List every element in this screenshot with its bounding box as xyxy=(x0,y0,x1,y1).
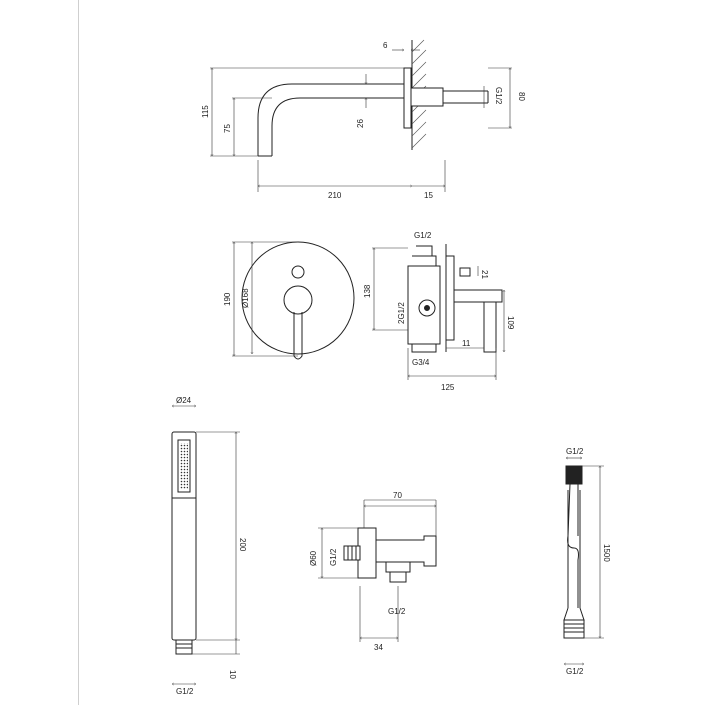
mixer-outlet-port xyxy=(418,299,436,317)
hose-bottom-cone xyxy=(563,607,585,621)
hand-shower-dim-diameter: Ø24 xyxy=(176,396,192,405)
mixer-dim-body: 138 xyxy=(363,284,372,298)
outlet-dim-diameter: Ø60 xyxy=(309,550,318,566)
sheet-margin-line xyxy=(78,0,79,705)
outlet-dim-depth: 34 xyxy=(374,643,383,652)
hand-shower-thread xyxy=(175,639,193,655)
mixer-dim-diameter: Ø168 xyxy=(241,288,250,308)
mixer-dim-side-thread: 2G1/2 xyxy=(397,302,406,324)
mixer-dim-depth21: 21 xyxy=(480,270,489,279)
outlet-flange xyxy=(357,527,377,579)
mixer-lever xyxy=(293,312,303,360)
hose-top-nut xyxy=(565,465,583,485)
hose-body xyxy=(567,483,579,608)
spout-dim-total-height: 115 xyxy=(201,105,210,118)
hand-shower-dim-thread-len: 10 xyxy=(228,670,237,679)
spout-dim-length: 210 xyxy=(328,191,342,200)
hose-dim-length: 1500 xyxy=(602,544,611,562)
hose-bottom-nut xyxy=(563,619,585,639)
mixer-front-view: 190 Ø168 xyxy=(223,241,355,360)
mixer-side-view: G1/2 138 21 2G1/2 109 G3/4 11 125 xyxy=(363,231,515,392)
spout-connector xyxy=(410,87,444,107)
spray-nozzles xyxy=(180,443,188,489)
mixer-handle-base xyxy=(283,285,313,315)
mixer-side-lever xyxy=(483,301,497,353)
spout-dim-flange: 15 xyxy=(424,191,433,200)
spout-dim-wall: 6 xyxy=(383,41,388,50)
hose-dim-top: G1/2 xyxy=(566,447,584,456)
mixer-dim-height: 190 xyxy=(223,292,232,306)
outlet-dim-inlet: G1/2 xyxy=(329,548,338,566)
diverter-stem xyxy=(459,267,471,277)
spout-dim-drop: 75 xyxy=(223,124,232,133)
mixer-dim-handle: 109 xyxy=(506,316,515,330)
spray-face xyxy=(177,439,191,493)
spout-dim-thread: G1/2 xyxy=(494,87,503,105)
spout-view: 6 G1/2 80 115 75 26 210 15 xyxy=(201,39,526,200)
outlet-holder xyxy=(376,535,437,567)
mixer-side-plate xyxy=(445,255,455,341)
spout-flange xyxy=(403,67,412,129)
mixer-valve-body xyxy=(407,245,441,353)
outlet-elbow xyxy=(385,562,411,583)
hose-view: G1/2 1500 G1/2 xyxy=(563,447,611,676)
spout-dim-height: 80 xyxy=(517,92,526,101)
hose-dim-bottom: G1/2 xyxy=(566,667,584,676)
mixer-plate xyxy=(241,241,355,355)
wall-outlet-view: 70 Ø60 G1/2 G1/2 34 xyxy=(309,491,437,652)
spout-body xyxy=(257,83,404,157)
spout-dim-pipe: 26 xyxy=(356,119,365,128)
outlet-dim-length: 70 xyxy=(393,491,402,500)
outlet-dim-outlet: G1/2 xyxy=(388,607,406,616)
mixer-side-handle xyxy=(453,289,503,303)
mixer-dim-top-thread: G1/2 xyxy=(414,231,432,240)
mixer-dim-11: 11 xyxy=(462,339,471,348)
mixer-dim-width: 125 xyxy=(441,383,455,392)
diverter-knob xyxy=(291,265,305,279)
hand-shower-dim-length: 200 xyxy=(238,538,247,552)
hand-shower-view: Ø24 200 10 G1/2 xyxy=(171,396,247,696)
mixer-dim-bottom-thread: G3/4 xyxy=(412,358,430,367)
hand-shower-dim-thread: G1/2 xyxy=(176,687,194,696)
